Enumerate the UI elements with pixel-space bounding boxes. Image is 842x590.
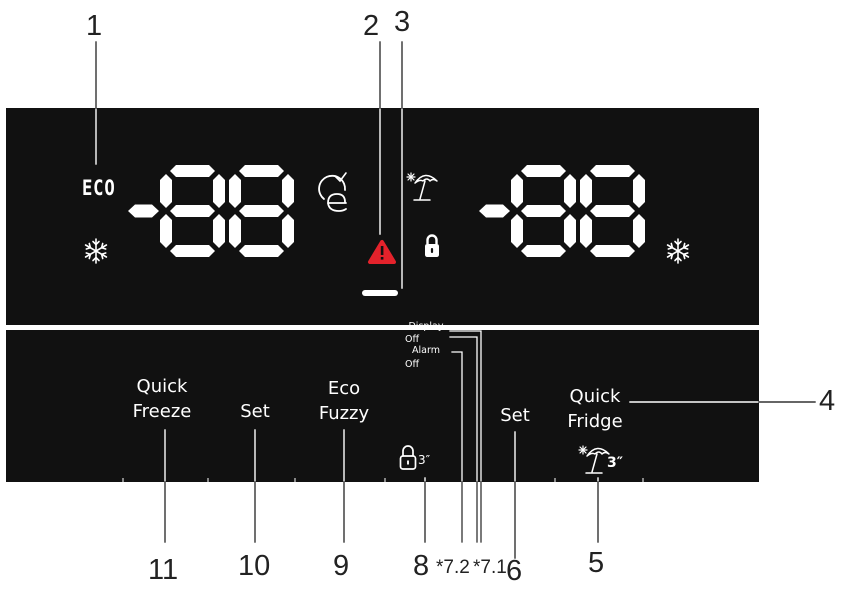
freezer-digit-2 xyxy=(229,165,294,257)
fridge-digit-2 xyxy=(580,165,645,257)
callout-3: 3 xyxy=(394,6,411,38)
callout-4: 4 xyxy=(819,385,836,417)
set-freezer-button[interactable]: Set xyxy=(240,401,270,422)
display-panel xyxy=(6,108,759,325)
callout-10: 10 xyxy=(238,550,271,582)
eco-fuzzy-icon xyxy=(318,172,347,212)
freezer-minus-segment xyxy=(128,204,159,218)
callout-2: 2 xyxy=(363,10,380,42)
quick-fridge-label-line2: Fridge xyxy=(567,411,623,432)
display-off-label-line2: Off xyxy=(404,334,420,345)
callout-leader-lines xyxy=(95,41,816,559)
fridge-temperature-display xyxy=(479,165,645,257)
button-panel xyxy=(6,330,759,482)
eco-fuzzy-label-line1: Eco xyxy=(327,378,361,399)
eco-indicator: ECO xyxy=(82,176,116,200)
callout-5: 5 xyxy=(588,547,605,579)
display-padlock-icon xyxy=(423,234,441,259)
holiday-umbrella-icon xyxy=(406,172,438,201)
alarm-off-label-line1: Alarm xyxy=(412,345,440,356)
callout-7-1: *7.1 xyxy=(473,557,507,578)
callout-6: 6 xyxy=(506,555,523,587)
alarm-triangle-icon xyxy=(368,240,396,264)
quick-freeze-label-line1: Quick xyxy=(136,376,188,397)
callout-7-2: *7.2 xyxy=(436,557,470,578)
alarm-off-label-line2: Off xyxy=(404,359,420,370)
child-lock-hold-time[interactable]: 3″ xyxy=(418,453,431,467)
freezer-digit-1 xyxy=(160,165,225,257)
child-lock-icon xyxy=(399,445,417,470)
callout-1: 1 xyxy=(86,10,103,42)
quick-freeze-label-line2: Freeze xyxy=(132,401,192,422)
fridge-snowflake-icon xyxy=(666,238,690,264)
display-off-label-line1: Display xyxy=(408,321,444,332)
quick-fridge-label-line1: Quick xyxy=(569,386,621,407)
freezer-snowflake-icon xyxy=(84,238,108,264)
light-bar-indicator xyxy=(362,290,398,296)
callout-11: 11 xyxy=(148,554,179,586)
callout-8: 8 xyxy=(413,550,430,582)
set-fridge-button[interactable]: Set xyxy=(500,405,530,426)
fridge-digit-1 xyxy=(511,165,576,257)
fridge-minus-segment xyxy=(479,204,510,218)
quick-fridge-holiday-icon xyxy=(578,445,610,474)
freezer-temperature-display xyxy=(128,165,294,257)
eco-fuzzy-label-line2: Fuzzy xyxy=(318,403,370,424)
callout-9: 9 xyxy=(333,550,350,582)
quick-fridge-hold-time: 3″ xyxy=(607,455,623,471)
panel-bottom-ticks xyxy=(122,478,644,482)
